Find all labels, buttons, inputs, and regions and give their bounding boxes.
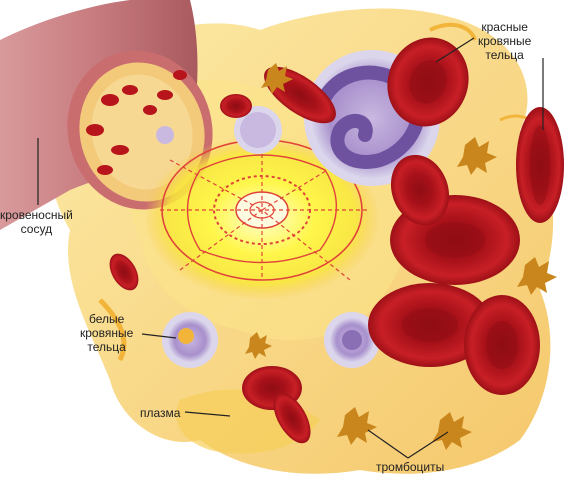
white-blood-cell-icon — [162, 312, 218, 368]
glow-network — [144, 136, 380, 300]
red-blood-cells — [109, 37, 564, 444]
red-blood-cell-left — [109, 253, 139, 291]
red-blood-cell-bottom-right — [464, 295, 540, 395]
red-blood-cell-mid-2 — [368, 283, 492, 367]
red-blood-cell-icon — [387, 37, 469, 127]
label-platelets: тромбоциты — [376, 460, 445, 474]
platelet-icon — [457, 137, 497, 175]
red-blood-cell-bottom — [242, 366, 311, 444]
label-white-blood-cells: белые кровяные тельца — [80, 312, 134, 354]
red-blood-cell-top-small — [220, 94, 252, 118]
white-blood-cell-top — [234, 106, 282, 154]
label-plasma: плазма — [140, 406, 181, 420]
red-blood-cell-center — [390, 154, 450, 226]
white-blood-cell-small — [324, 312, 380, 368]
label-blood-vessel: кровеносный сосуд — [0, 208, 73, 236]
red-blood-cell-side — [516, 107, 564, 223]
leader-lines — [37, 37, 544, 459]
label-red-blood-cells: красные кровяные тельца — [478, 20, 532, 62]
platelets — [245, 63, 557, 450]
